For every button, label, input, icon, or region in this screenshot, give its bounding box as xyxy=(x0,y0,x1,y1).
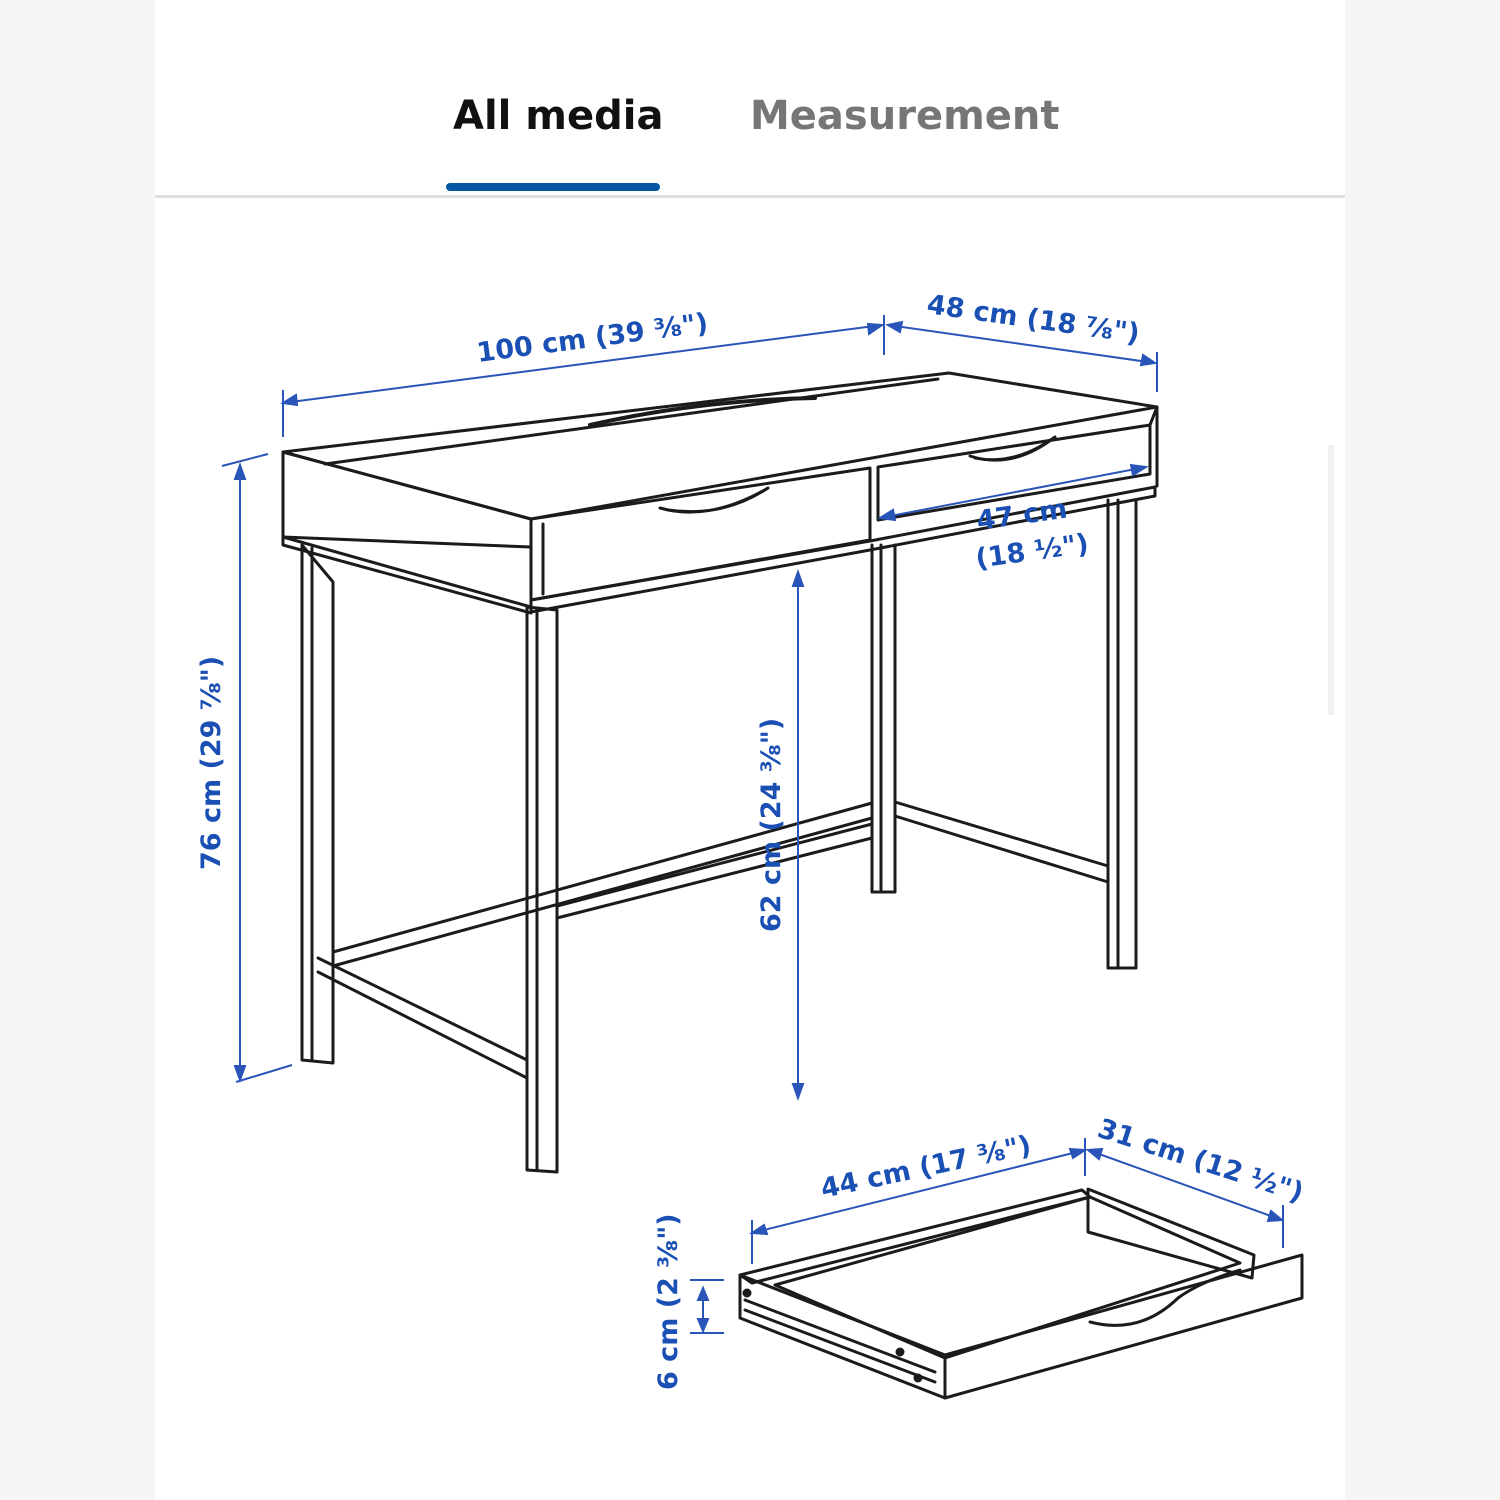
drawer-right-handle xyxy=(968,435,1057,462)
desk-top-surface xyxy=(281,371,1159,521)
desk-clearance-label: 62 cm (24 ⅜") xyxy=(756,718,787,932)
drawer-cutout xyxy=(1088,1268,1242,1327)
drawer-screw-3 xyxy=(913,1373,923,1383)
desk-rail-under-drawers xyxy=(529,485,1157,614)
cable-slot xyxy=(588,396,817,427)
desk-front-apron-bottom xyxy=(281,535,533,615)
tab-all-media[interactable]: All media xyxy=(453,93,664,139)
active-tab-indicator xyxy=(446,183,660,191)
drawer-height-label: 6 cm (2 ⅜") xyxy=(653,1213,684,1390)
drawer-right-front xyxy=(876,423,1152,522)
media-tab-bar: All media Measurement xyxy=(155,0,1345,198)
drawer-runner xyxy=(743,1298,937,1384)
dimension-lines xyxy=(221,315,1285,1334)
drawer-right-side xyxy=(943,1253,1304,1400)
stretcher-right-side xyxy=(893,800,1110,884)
drawer-screw-2 xyxy=(895,1347,905,1357)
desk-width-label: 100 cm (39 ⅜") xyxy=(475,308,710,369)
drawer-left-handle xyxy=(658,486,770,514)
tab-measurement[interactable]: Measurement xyxy=(750,93,1060,139)
drawer-screw-1 xyxy=(742,1288,752,1298)
desk-depth-label: 48 cm (18 ⅞") xyxy=(925,289,1141,350)
drawer-slot-width-in-label: (18 ½") xyxy=(974,528,1091,575)
desk-top-seam xyxy=(323,377,940,466)
stretcher-front-top xyxy=(331,801,874,968)
scroll-edge xyxy=(1328,445,1334,715)
leg-back-right xyxy=(1106,498,1138,970)
drawer-left-wall xyxy=(738,1188,1092,1285)
desk-height-label: 76 cm (29 ⅞") xyxy=(196,656,227,870)
stretcher-left-side xyxy=(316,956,529,1080)
drawer-depth-label: 31 cm (12 ½") xyxy=(1094,1113,1307,1209)
leg-front-middle xyxy=(525,605,559,1174)
drawer-back-wall xyxy=(1086,1187,1256,1280)
desk-drawing xyxy=(281,371,1159,1174)
leg-back-left xyxy=(870,543,897,894)
stretcher-back xyxy=(555,822,874,920)
drawer-drawing xyxy=(738,1187,1304,1400)
side-apron-right xyxy=(1148,405,1159,488)
leg-front-left xyxy=(300,543,335,1065)
drawer-width-label: 44 cm (17 ⅜") xyxy=(818,1130,1034,1205)
tab-divider xyxy=(155,195,1345,198)
media-panel: All media Measurement xyxy=(155,0,1345,1500)
